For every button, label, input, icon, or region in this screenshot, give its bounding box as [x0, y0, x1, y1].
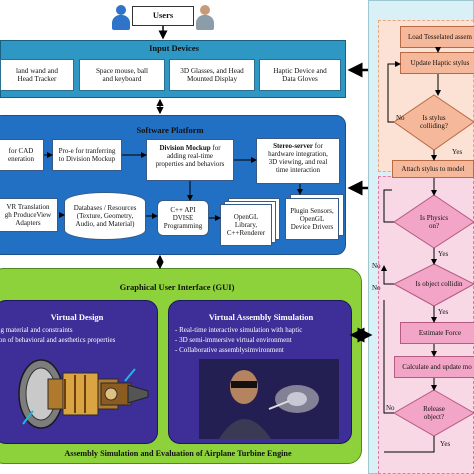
release-decision-label: Release object?: [423, 405, 445, 422]
software-platform-title: Software Platform: [136, 125, 204, 135]
virtual-assembly-panel: Virtual Assembly Simulation - Real-time …: [168, 300, 352, 444]
cpp-api-box: C++ API DVISE Programming: [157, 200, 209, 236]
user-icon: [196, 5, 214, 31]
physics-decision-label: Is Physics on?: [419, 214, 449, 231]
virtual-assembly-line: - Collaborative assemblysimvironment: [175, 346, 284, 354]
vr-translation-box: VR Translation gh ProduceView Adapters: [0, 198, 58, 232]
input-devices-title: Input Devices: [149, 43, 199, 53]
yes-label: Yes: [438, 250, 449, 258]
no-label: No: [372, 262, 381, 270]
virtual-design-panel: Virtual Design ing material and constrai…: [0, 300, 158, 444]
turbine-engine-image: [3, 349, 153, 439]
object-decision-label: Is object collidin: [415, 280, 463, 288]
stylus-decision-label: Is stylus colliding?: [420, 114, 448, 131]
division-mockup-box: Division Mockup for adding real-time pro…: [146, 139, 234, 181]
virtual-design-line: tion of behavioral and aesthetics proper…: [0, 336, 116, 344]
gui-footer-title: Assembly Simulation and Evaluation of Ai…: [64, 449, 292, 458]
input-devices-panel: Input Devices land wand and Head Tracker…: [0, 40, 346, 98]
yes-label: Yes: [438, 308, 449, 316]
virtual-design-line: ing material and constraints: [0, 326, 73, 334]
virtual-assembly-title: Virtual Assembly Simulation: [208, 312, 314, 322]
no-label: No: [396, 114, 405, 122]
virtual-assembly-line: - 3D semi-immersive virtual environment: [175, 336, 292, 344]
user-icon: [112, 5, 130, 31]
cad-generation-box: for CAD eneration: [0, 139, 44, 171]
user-head-icon: [116, 5, 126, 15]
input-device-glasses: 3D Glasses, and Head Mounted Display: [169, 59, 255, 91]
stereo-server-box: Stereo-server for hardware integration, …: [256, 138, 340, 184]
virtual-assembly-line: - Real-time interactive simulation with …: [175, 326, 303, 334]
division-mockup-body: for adding real-time properties and beha…: [155, 144, 225, 169]
databases-cylinder: Databases / Resources (Texture, Geometry…: [64, 192, 146, 240]
input-device-haptic: Haptic Device and Data Gloves: [259, 59, 341, 91]
opengl-box: OpenGL Library, C++Renderer: [220, 204, 272, 246]
user-head-icon: [200, 5, 210, 15]
vr-user-image: [199, 359, 339, 439]
no-label: No: [372, 284, 381, 292]
gui-title: Graphical User Interface (GUI): [119, 282, 235, 292]
yes-label: Yes: [452, 148, 463, 156]
division-mockup-title: Division Mockup: [159, 144, 211, 152]
input-device-wand: land wand and Head Tracker: [0, 59, 74, 91]
input-device-mouse: Space mouse, ball and keyboard: [79, 59, 165, 91]
no-label: No: [386, 404, 395, 412]
stereo-server-title: Stereo-server: [273, 142, 313, 150]
stereo-server-body: for hardware integration, 3D viewing, an…: [268, 142, 328, 175]
user-body-icon: [112, 15, 130, 30]
estimate-force-box: Estimate Force: [400, 322, 474, 344]
user-body-icon: [196, 15, 214, 30]
users-box: Users: [132, 6, 194, 26]
plugin-sensors-box: Plugin Sensors, OpenGL Device Drivers: [285, 198, 339, 240]
proe-box: Pro-e for tranferring to Division Mockup: [52, 139, 122, 171]
yes-label: Yes: [440, 440, 451, 448]
virtual-design-title: Virtual Design: [50, 312, 104, 322]
users-label: Users: [152, 10, 174, 21]
